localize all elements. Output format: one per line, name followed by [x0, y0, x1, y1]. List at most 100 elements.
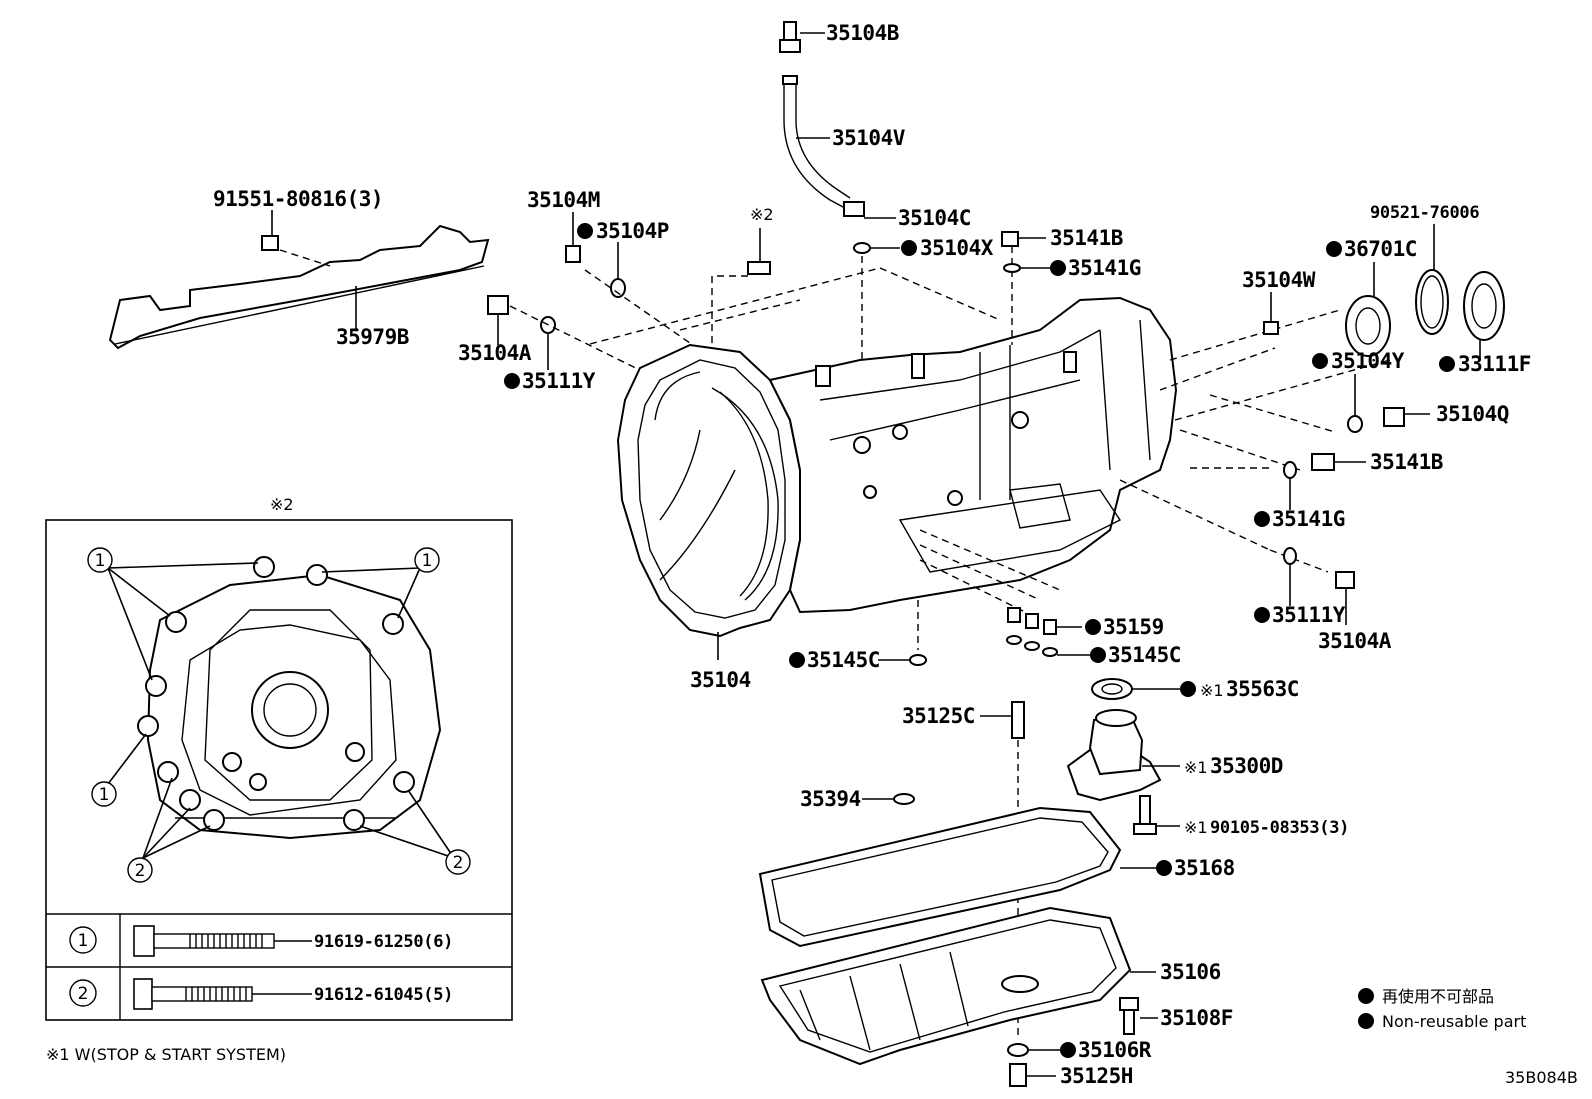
- inset-title: ※2: [270, 495, 294, 514]
- label-35104a-right: 35104A: [1318, 629, 1392, 653]
- oil-pan-35106: [760, 906, 1156, 1066]
- breather-hose-35104v: [782, 75, 851, 209]
- gaskets-35145c-b: [1006, 635, 1090, 657]
- label-90105: 90105-08353(3): [1210, 818, 1349, 838]
- label-35104x: 35104X: [920, 236, 994, 260]
- bolt-90105: [1133, 795, 1180, 835]
- plug-35104a-right: [1335, 571, 1355, 625]
- label-35104a-top: 35104A: [458, 341, 532, 365]
- inset-callout-1-right: 1: [414, 547, 440, 573]
- label-35979b: 35979B: [336, 325, 409, 349]
- label-35104q: 35104Q: [1436, 402, 1509, 426]
- svg-text:1: 1: [422, 551, 433, 571]
- label-36701c: 36701C: [1344, 237, 1417, 261]
- svg-text:2: 2: [453, 853, 464, 873]
- plug-35141b-top: [1001, 231, 1046, 247]
- stud-35125c: [980, 701, 1025, 739]
- transmission-case-35104: [616, 296, 1178, 638]
- plugs-35159: [1007, 607, 1082, 635]
- label-35159: 35159: [1103, 615, 1164, 639]
- label-35168: 35168: [1174, 856, 1235, 880]
- svg-text:2: 2: [135, 861, 146, 881]
- inset-case-front-view: [146, 573, 442, 840]
- inset-row-1-key: 1: [78, 931, 89, 951]
- diagram-code: 35B084B: [1505, 1068, 1578, 1087]
- svg-text:1: 1: [99, 785, 110, 805]
- inset-bolt-holes: [137, 556, 415, 831]
- label-35111y-top: 35111Y: [522, 369, 596, 393]
- oring-35104p: [610, 242, 626, 298]
- label-35141g-right: 35141G: [1272, 507, 1345, 531]
- inset-callout-1-left: 1: [87, 547, 113, 573]
- seal-36701c: [1345, 262, 1391, 357]
- label-35125c: 35125C: [902, 704, 975, 728]
- heat-shield-35979b: [108, 224, 490, 350]
- gasket-35563c: [1091, 678, 1180, 700]
- pin-35104w: [1263, 292, 1279, 335]
- inset-row-1: 1 91619-61250(6): [69, 925, 453, 957]
- ref1-35563c: ※1: [1200, 681, 1224, 700]
- label-35106r: 35106R: [1078, 1038, 1152, 1062]
- svg-text:1: 1: [95, 551, 106, 571]
- label-35104: 35104: [690, 668, 751, 692]
- label-90521: 90521-76006: [1370, 203, 1479, 223]
- bolt-ref2: [747, 228, 771, 275]
- label-35141g-top: 35141G: [1068, 256, 1141, 280]
- label-35104p: 35104P: [596, 219, 669, 243]
- bolt-35108f: [1119, 997, 1158, 1035]
- oring-35111y-right: [1283, 547, 1297, 606]
- label-35141b-right: 35141B: [1370, 450, 1443, 474]
- plug-35104a-top: [487, 295, 509, 345]
- inset-row-2: 2 91612-61045(5): [69, 978, 453, 1010]
- pan-gasket-35168: [758, 806, 1156, 948]
- breather-plug-35104b: [779, 21, 825, 53]
- label-35145c-b: 35145C: [1108, 643, 1181, 667]
- drain-plug-35125h: [1009, 1063, 1056, 1087]
- inset-leaders: [107, 562, 455, 859]
- legend: 再使用不可部品 Non-reusable part: [1358, 987, 1526, 1031]
- gasket-35106r: [1007, 1043, 1060, 1057]
- label-35394: 35394: [800, 787, 861, 811]
- inset-callout-2-left: 2: [127, 857, 153, 883]
- seal-33111f: [1463, 271, 1505, 358]
- inset-callout-1-mid: 1: [91, 781, 117, 807]
- label-35111y-right: 35111Y: [1272, 603, 1346, 627]
- label-91551: 91551-80816(3): [213, 187, 383, 211]
- ref1-90105: ※1: [1184, 818, 1208, 837]
- ref1-35300d: ※1: [1184, 758, 1208, 777]
- gasket-35141g-top: [1003, 260, 1066, 276]
- label-35125h: 35125H: [1060, 1064, 1133, 1088]
- bolt-91551: [261, 210, 279, 251]
- label-35104y: 35104Y: [1331, 349, 1405, 373]
- label-35104v: 35104V: [832, 126, 906, 150]
- label-35106: 35106: [1160, 960, 1221, 984]
- label-35145c-a: 35145C: [807, 648, 880, 672]
- breather-nipple-35104c: [843, 201, 896, 219]
- inset-callout-2-right: 2: [445, 849, 471, 875]
- oil-pump-35300d: [1066, 709, 1180, 802]
- label-35104m: 35104M: [527, 188, 600, 212]
- gasket-35104x: [853, 240, 917, 256]
- bolt-91612-icon: [133, 978, 253, 1010]
- legend-ja: 再使用不可部品: [1382, 987, 1494, 1006]
- label-35141b-top: 35141B: [1050, 226, 1123, 250]
- label-35563c: 35563C: [1226, 677, 1299, 701]
- label-35104w: 35104W: [1242, 268, 1316, 292]
- ref2-marker: ※2: [750, 205, 774, 224]
- bolt-91619-icon: [133, 925, 275, 957]
- plug-35141b-right: [1311, 453, 1366, 471]
- ring-90521: [1415, 224, 1449, 335]
- label-35104c: 35104C: [898, 206, 971, 230]
- gasket-35141g-right: [1283, 461, 1297, 510]
- label-35104b: 35104B: [826, 21, 899, 45]
- plug-35104q: [1383, 407, 1430, 427]
- label-33111f: 33111F: [1458, 352, 1531, 376]
- inset-row-1-part: 91619-61250(6): [314, 932, 453, 952]
- magnet-35394: [862, 793, 915, 805]
- inset-row-2-key: 2: [78, 984, 89, 1004]
- label-35300d: 35300D: [1210, 754, 1283, 778]
- legend-en: Non-reusable part: [1382, 1012, 1526, 1031]
- oring-35104y: [1347, 374, 1363, 433]
- inset-row-2-part: 91612-61045(5): [314, 985, 453, 1005]
